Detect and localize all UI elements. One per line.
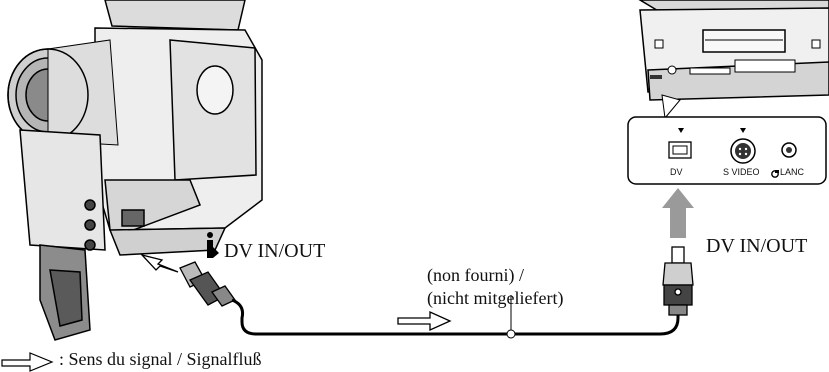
dv-plug-vcr <box>662 246 694 316</box>
connection-arrow-up <box>662 188 694 238</box>
lanc-symbol-icon <box>771 170 779 178</box>
arrow-to-camcorder-port <box>140 253 179 273</box>
camcorder-illustration <box>7 0 263 341</box>
i-link-icon <box>207 232 219 258</box>
vcr-illustration <box>638 0 829 120</box>
panel-dv-label: DV <box>670 167 683 177</box>
legend-text: : Sens du signal / Signalfluß <box>59 349 262 369</box>
legend-signal-arrow-icon <box>1 352 54 372</box>
dv-cable <box>231 298 680 336</box>
cable-note-line1: (non fourni) / <box>427 265 524 285</box>
panel-svideo-label: S VIDEO <box>723 167 760 177</box>
panel-svideo-jack <box>730 128 756 164</box>
cable-note-dot <box>506 329 516 339</box>
rear-panel-callout <box>627 116 827 185</box>
signal-flow-arrow <box>397 310 452 332</box>
dv-plug-camcorder <box>179 261 236 307</box>
vcr-port-label: DV IN/OUT <box>706 235 808 257</box>
panel-lanc-jack <box>781 142 797 158</box>
camcorder-port-label: DV IN/OUT <box>224 240 326 262</box>
cable-note-line2: (nicht mitgeliefert) <box>427 288 564 308</box>
panel-lanc-label: LANC <box>780 167 805 177</box>
panel-dv-jack <box>668 128 692 159</box>
